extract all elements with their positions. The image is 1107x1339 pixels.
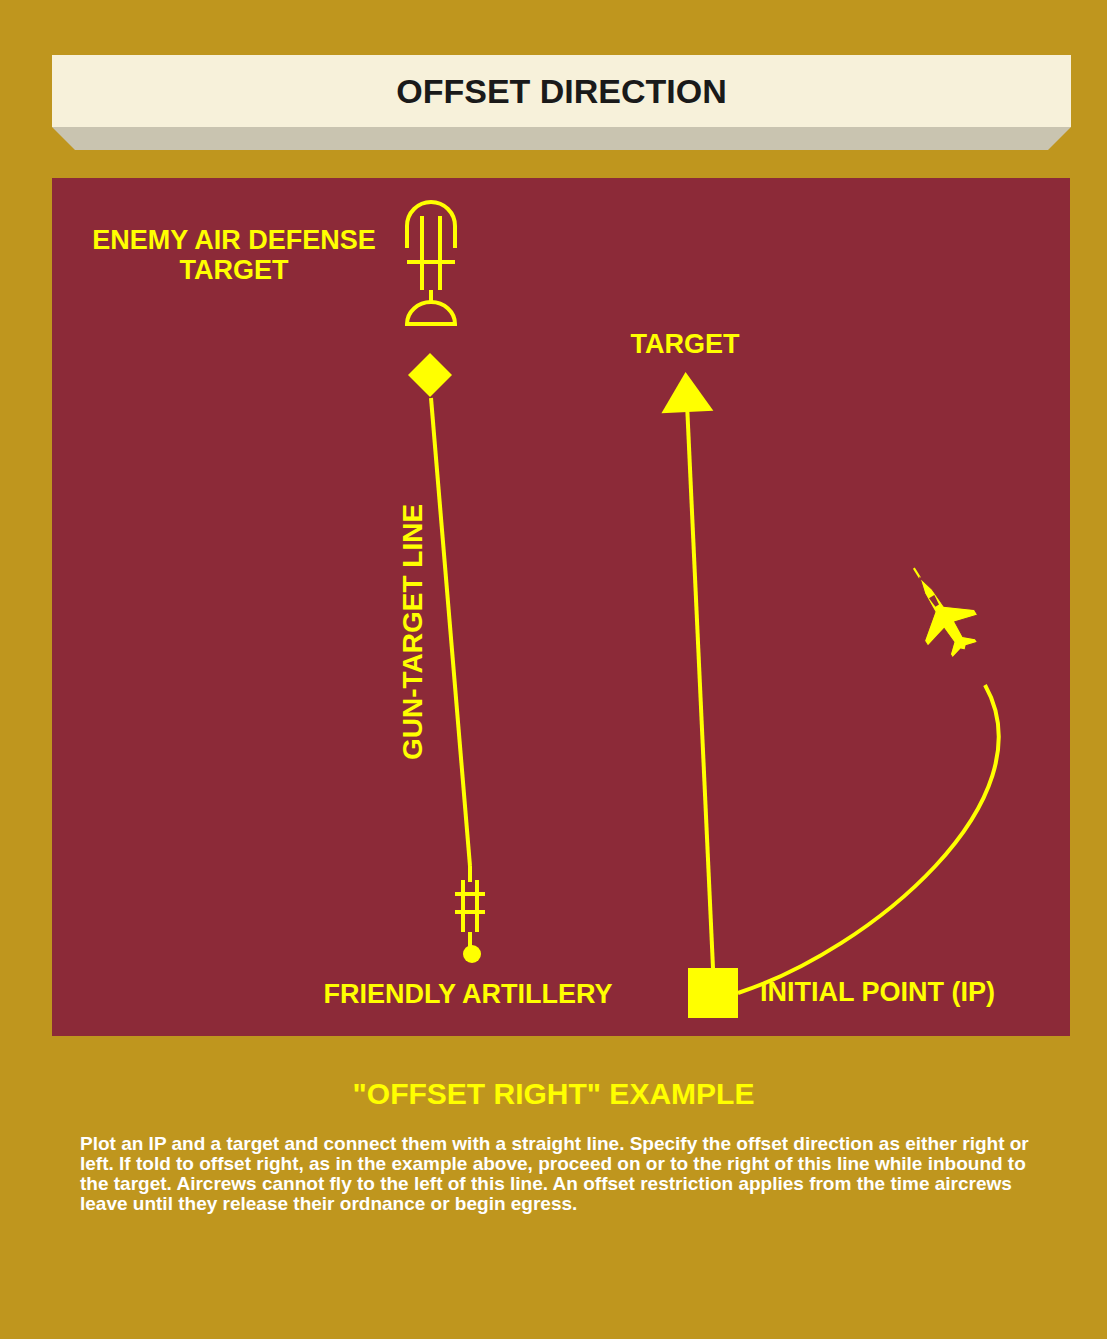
aircraft-body xyxy=(895,562,990,665)
node-label: FRIENDLY ARTILLERY xyxy=(298,979,638,1009)
connector-label: GUN-TARGET LINE xyxy=(397,504,429,760)
arrowhead xyxy=(661,372,713,413)
air-defense-base xyxy=(407,302,455,324)
diagram-title: OFFSET DIRECTION xyxy=(396,71,727,111)
node-outline xyxy=(403,198,459,398)
friendly-artillery: FRIENDLY ARTILLERY xyxy=(448,866,492,964)
node-outline xyxy=(448,866,492,964)
aircraft-canopy xyxy=(929,595,940,607)
artillery-dot xyxy=(463,945,481,963)
aircraft-icon xyxy=(889,553,990,666)
title-banner xyxy=(52,55,1071,127)
text-holder: OFFSET DIRECTION xyxy=(52,55,1071,127)
air-defense-target: ENEMY AIR DEFENSE TARGET xyxy=(403,198,459,398)
explanatory-note: Plot an IP and a target and connect them… xyxy=(80,1134,1048,1214)
connector xyxy=(431,398,470,866)
connector-line xyxy=(687,410,713,968)
diagram-caption: "OFFSET RIGHT" EXAMPLE xyxy=(0,1076,1107,1112)
flight-path-curve xyxy=(738,685,999,993)
label-holder: INITIAL POINT (IP) xyxy=(760,977,995,1007)
node-label: TARGET xyxy=(610,328,760,360)
diagram-panel xyxy=(52,178,1070,1036)
label-holder: FRIENDLY ARTILLERY xyxy=(298,979,638,1009)
banner-bevel xyxy=(52,127,1071,150)
label-holder: GUN-TARGET LINE xyxy=(397,504,429,760)
connector xyxy=(661,372,713,968)
text-holder: Plot an IP and a target and connect them… xyxy=(80,1134,1048,1214)
label-holder: ENEMY AIR DEFENSE TARGET xyxy=(79,225,389,285)
node-label: ENEMY AIR DEFENSE TARGET xyxy=(79,225,389,285)
target-diamond xyxy=(408,353,452,397)
air-defense-mast xyxy=(407,216,455,304)
artillery-symbol xyxy=(455,866,485,946)
node-label: INITIAL POINT (IP) xyxy=(760,977,995,1007)
initial-point-square: INITIAL POINT (IP) xyxy=(688,968,738,1018)
connector-line xyxy=(431,398,470,866)
target-label-box: TARGET xyxy=(610,328,760,360)
air-defense-dome xyxy=(407,202,455,248)
text-holder: "OFFSET RIGHT" EXAMPLE xyxy=(0,1076,1107,1112)
